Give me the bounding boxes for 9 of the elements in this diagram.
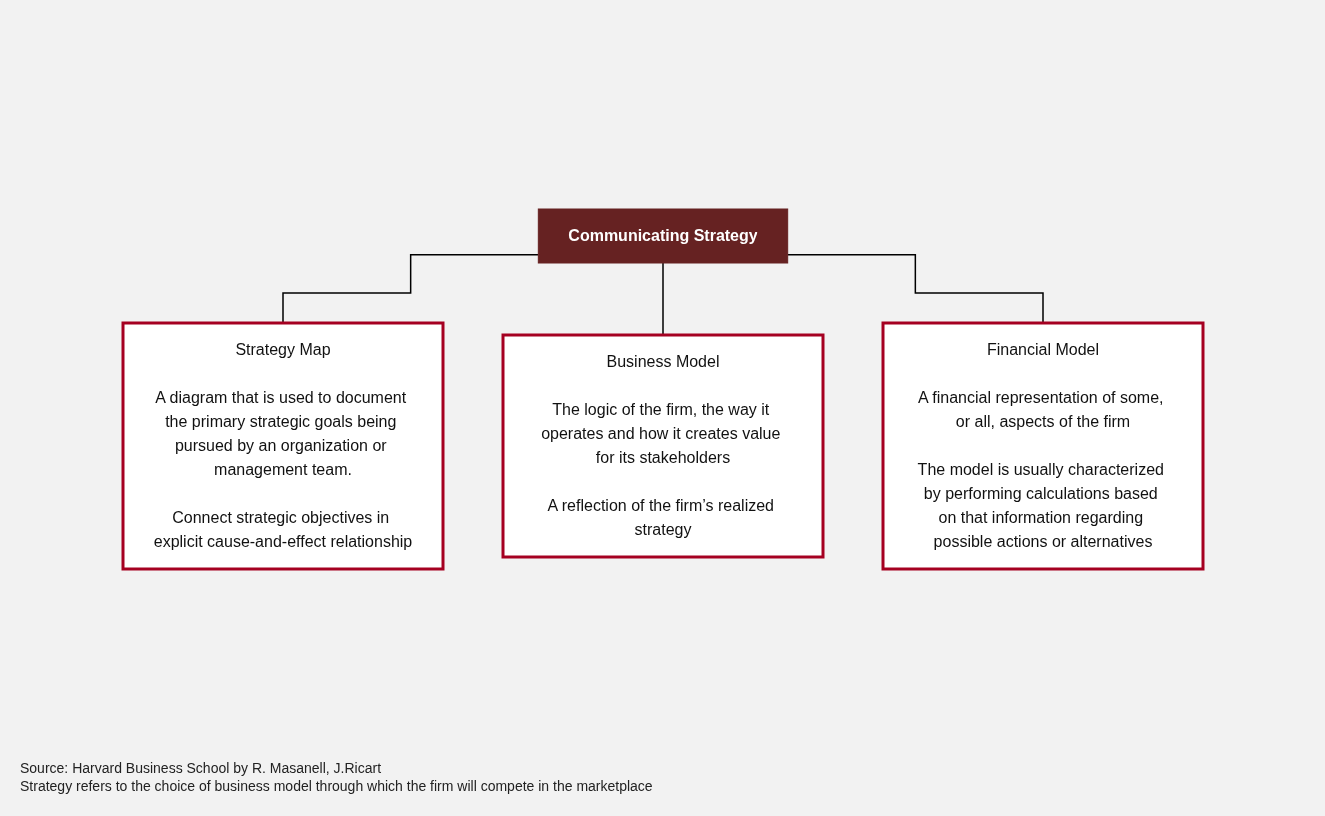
node-box: Strategy Map A diagram that is used to document the primary strategic goals being pursued by an organization or management team. Connect strategic objectives in explicit cause-and-effect relationship	[121, 321, 444, 571]
source-note: Source: Harvard Business School by R. Masanell, J.Ricart	[20, 760, 383, 776]
node-box: Communicating Strategy	[537, 208, 788, 264]
connector	[661, 262, 664, 336]
node-box: Business Model The logic of the firm, the way it operates and how it creates value for its stakeholders A reflection of the firm’s realized strategy	[501, 333, 824, 559]
connector	[281, 253, 539, 324]
node-box: Financial Model A financial representation of some, or all, aspects of the firm The model is usually characterized by performing calculations based on that information regarding possible actions or alternatives	[881, 321, 1204, 571]
connector	[786, 253, 1044, 324]
source-note: Strategy refers to the choice of business model through which the firm will compete in the marketplace	[20, 778, 653, 794]
